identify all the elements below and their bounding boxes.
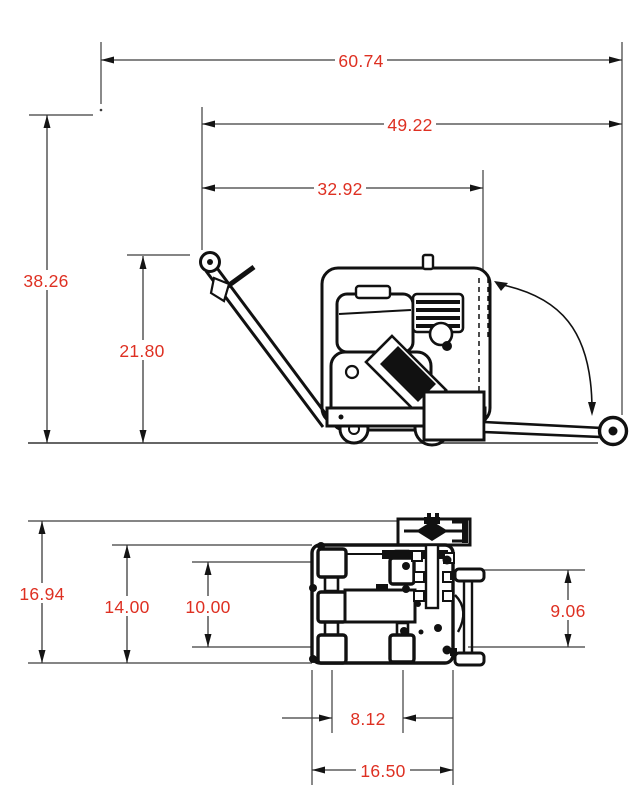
dim-label-base-width: 16.50 <box>360 761 405 781</box>
carburetor <box>428 321 454 347</box>
blade-shaft <box>424 543 440 610</box>
guard-box <box>422 390 486 442</box>
dim-label-wheel-track: 8.12 <box>350 709 385 729</box>
dim-label-overall-height: 38.26 <box>23 271 68 291</box>
dim-frame-width: 14.00 <box>101 545 154 663</box>
machine-plan <box>309 513 486 667</box>
dim-roller-width: 9.06 <box>545 570 591 647</box>
side-view: 60.74 49.22 32.92 38.26 <box>20 42 629 447</box>
top-view: 16.94 14.00 10.00 9.06 8 <box>16 513 591 785</box>
frame-peg <box>421 253 435 271</box>
wheel-ml <box>316 590 348 624</box>
fuel-cap <box>354 284 392 300</box>
swing-arc <box>494 281 596 416</box>
side-extension-lines <box>29 42 623 415</box>
dim-overall-length: 60.74 <box>101 50 622 71</box>
base-assembly <box>325 390 629 447</box>
dim-frame-length: 32.92 <box>202 178 483 199</box>
dim-wheel-track: 8.12 <box>282 709 453 729</box>
top-extension-lines <box>28 520 585 785</box>
hose-arc <box>454 594 465 633</box>
dim-label-frame-width: 14.00 <box>104 597 149 617</box>
engine-plan <box>343 588 417 624</box>
dim-label-overall-width: 16.94 <box>19 584 64 604</box>
dim-overall-height: 38.26 <box>20 115 73 443</box>
dim-label-roller-width: 9.06 <box>550 601 585 621</box>
wheel-bl <box>316 633 348 665</box>
handle-bracket <box>209 276 231 303</box>
wheels-plan <box>316 547 416 665</box>
dim-inner-width: 10.00 <box>182 562 235 647</box>
dim-label-handle-height: 21.80 <box>119 341 164 361</box>
dim-handle-height: 21.80 <box>116 256 169 443</box>
handle-assembly <box>199 251 333 428</box>
guide-arm <box>482 420 603 439</box>
spindle <box>416 521 448 541</box>
dim-label-overall-length: 60.74 <box>338 51 383 71</box>
fuel-tank <box>335 292 415 354</box>
dim-base-width: 16.50 <box>312 760 453 781</box>
dim-label-inner-width: 10.00 <box>185 597 230 617</box>
wheel-bm <box>388 633 416 664</box>
wheel-tl <box>316 547 348 579</box>
dim-label-body-to-handle: 49.22 <box>387 115 432 135</box>
dim-body-to-handle: 49.22 <box>202 114 622 135</box>
dim-overall-width: 16.94 <box>16 521 69 663</box>
dim-label-frame-length: 32.92 <box>317 179 362 199</box>
arc-arrow-bottom <box>588 402 596 416</box>
roller-guide <box>450 567 486 667</box>
wheel-tm <box>388 556 416 586</box>
arc-arrow-top <box>494 281 508 291</box>
